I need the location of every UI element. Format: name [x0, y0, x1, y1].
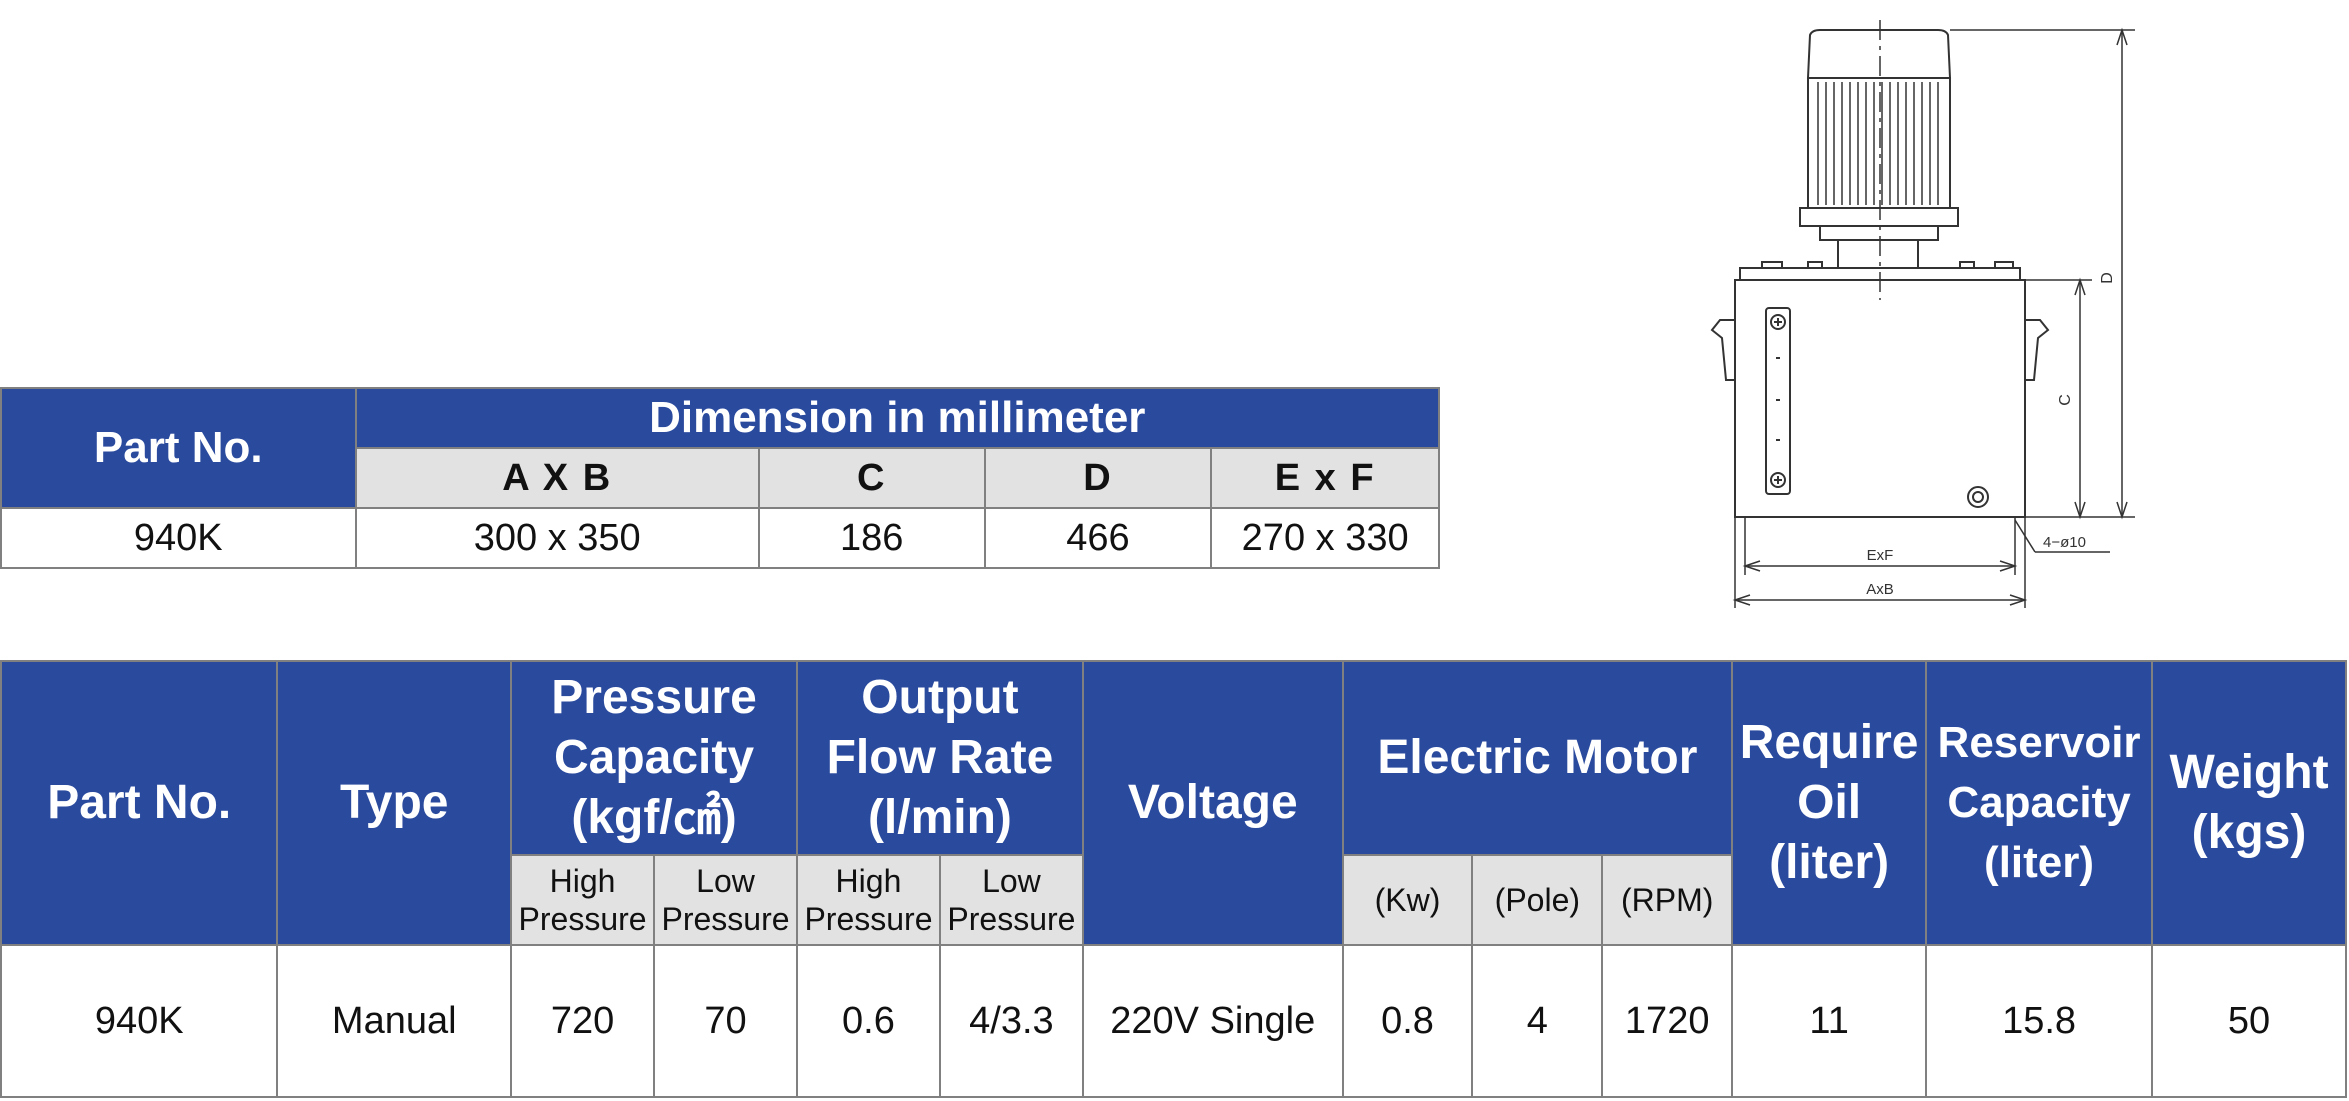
coupling-housing [1837, 239, 1919, 269]
hydraulic-unit-drawing: D C ExF AxB 4−ø10 [1710, 20, 2135, 608]
dim-axb-value: 300 x 350 [354, 507, 760, 569]
left-handle [1710, 319, 1735, 381]
dim-col-exf: E x F [1210, 447, 1440, 509]
spec-require-oil-value: 11 [1731, 944, 1928, 1098]
dim-col-axb: A X B [354, 447, 760, 509]
dim-col-d: D [983, 447, 1213, 509]
spec-pressure-low-subheader: Low Pressure [653, 854, 798, 946]
spec-part-no-header: Part No. [0, 660, 279, 946]
spec-type-value: Manual [276, 944, 513, 1098]
spec-flow-high-subheader: High Pressure [795, 854, 941, 946]
spec-pole-subheader: (Pole) [1471, 854, 1604, 946]
spec-kw-subheader: (Kw) [1341, 854, 1474, 946]
dimension-c [2025, 277, 2092, 520]
motor-fins [1817, 82, 1939, 205]
dimension-exf [1742, 517, 2018, 575]
spec-voltage-header: Voltage [1081, 660, 1344, 946]
spec-weight-header: Weight (kgs) [2151, 660, 2347, 946]
spec-flow-high-value: 0.6 [795, 944, 941, 1098]
spec-flow-header: Output Flow Rate (l/min) [795, 660, 1084, 856]
spec-reservoir-header: Reservoir Capacity (liter) [1925, 660, 2154, 946]
dim-c-value: 186 [757, 507, 986, 569]
motor-flange [1799, 207, 1959, 227]
spec-voltage-value: 220V Single [1081, 944, 1344, 1098]
spec-type-header: Type [276, 660, 513, 946]
spec-pressure-low-value: 70 [653, 944, 798, 1098]
drain-plug-icon [1967, 486, 1989, 508]
table-row: 940K 300 x 350 186 466 270 x 330 [0, 507, 1440, 569]
dim-exf-value: 270 x 330 [1210, 507, 1440, 569]
label-d: D [2099, 272, 2116, 284]
dim-group-header: Dimension in millimeter [354, 387, 1440, 449]
spec-reservoir-value: 15.8 [1925, 944, 2154, 1098]
spec-require-oil-header: Require Oil (liter) [1731, 660, 1928, 946]
label-c: C [2057, 394, 2074, 406]
motor-adapter [1819, 225, 1939, 241]
spec-pressure-high-value: 720 [510, 944, 656, 1098]
label-exf: ExF [1867, 547, 1894, 564]
hole-callout [2014, 519, 2110, 553]
motor-body [1807, 77, 1951, 209]
motor-cap [1806, 29, 1952, 79]
dim-part-no-header: Part No. [0, 387, 357, 509]
dimension-axb [1732, 517, 2028, 608]
spec-pole-value: 4 [1471, 944, 1604, 1098]
spec-table: Part No. Type Pressure Capacity (kgf/㎠) … [0, 660, 2347, 1098]
spec-motor-header: Electric Motor [1341, 660, 1734, 856]
spec-pressure-header: Pressure Capacity (kgf/㎠) [510, 660, 798, 856]
spec-pressure-high-subheader: High Pressure [510, 854, 656, 946]
spec-part-no-value: 940K [0, 944, 279, 1098]
spec-rpm-subheader: (RPM) [1601, 854, 1734, 946]
oil-gauge [1765, 307, 1791, 495]
spec-weight-value: 50 [2151, 944, 2347, 1098]
dim-part-no-value: 940K [0, 507, 357, 569]
dimension-table: Part No. Dimension in millimeter A X B C… [0, 387, 1440, 569]
spec-kw-value: 0.8 [1341, 944, 1474, 1098]
label-holes: 4−ø10 [2043, 534, 2086, 551]
spec-flow-low-subheader: Low Pressure [938, 854, 1084, 946]
dim-d-value: 466 [983, 507, 1213, 569]
spec-flow-low-value: 4/3.3 [938, 944, 1084, 1098]
dim-col-c: C [757, 447, 986, 509]
label-axb: AxB [1866, 581, 1894, 598]
right-handle [2025, 319, 2050, 381]
spec-rpm-value: 1720 [1601, 944, 1734, 1098]
table-row: 940K Manual 720 70 0.6 4/3.3 220V Single… [0, 944, 2347, 1098]
